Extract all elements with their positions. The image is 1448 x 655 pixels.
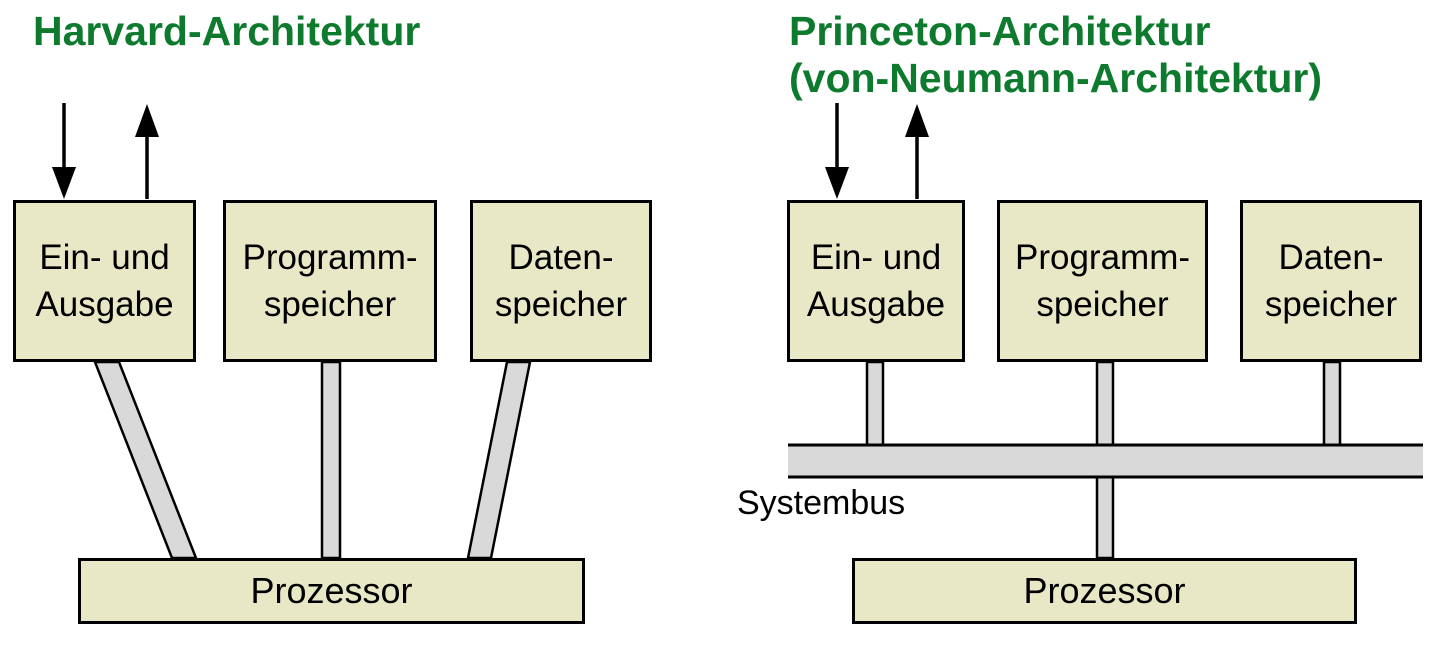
harvard-data-label-line1: Daten- bbox=[508, 238, 614, 277]
system-bus-label: Systembus bbox=[737, 484, 906, 522]
system-bus bbox=[788, 445, 1423, 477]
harvard-output-arrow-icon bbox=[135, 104, 159, 199]
harvard-io-label-line1: Ein- und bbox=[39, 238, 170, 277]
harvard-input-arrow-icon bbox=[52, 103, 76, 199]
harvard-program-label-line2: speicher bbox=[263, 285, 397, 324]
harvard-processor-box: Prozessor bbox=[78, 558, 585, 624]
harvard-title: Harvard-Architektur bbox=[33, 8, 421, 54]
princeton-program-label-line2: speicher bbox=[1036, 285, 1169, 324]
princeton-title-line2: (von-Neumann-Architektur) bbox=[789, 55, 1323, 101]
princeton-data-label-line2: speicher bbox=[1264, 285, 1398, 324]
princeton-data-memory-box: Daten- speicher bbox=[1240, 200, 1422, 362]
princeton-input-arrow-icon bbox=[825, 103, 849, 199]
harvard-io-label-line2: Ausgabe bbox=[35, 285, 174, 324]
harvard-data-memory-box: Daten- speicher bbox=[470, 200, 652, 362]
princeton-io-box: Ein- und Ausgabe bbox=[787, 200, 965, 362]
harvard-program-memory-box: Programm- speicher bbox=[223, 200, 437, 362]
harvard-io-box: Ein- und Ausgabe bbox=[13, 200, 196, 362]
princeton-processor-box: Prozessor bbox=[852, 558, 1357, 624]
princeton-processor-label: Prozessor bbox=[1023, 570, 1186, 611]
princeton-program-memory-box: Programm- speicher bbox=[997, 200, 1208, 362]
princeton-output-arrow-icon bbox=[905, 104, 929, 199]
princeton-io-label-line1: Ein- und bbox=[810, 238, 942, 277]
princeton-title: Princeton-Architektur(von-Neumann-Archit… bbox=[789, 8, 1322, 102]
princeton-title-line1: Princeton-Architektur bbox=[789, 8, 1211, 54]
princeton-data-label-line1: Daten- bbox=[1278, 238, 1384, 277]
harvard-processor-label: Prozessor bbox=[250, 570, 413, 611]
princeton-io-label-line2: Ausgabe bbox=[806, 285, 946, 324]
harvard-data-label-line2: speicher bbox=[494, 285, 628, 324]
harvard-program-label-line1: Programm- bbox=[242, 238, 418, 277]
princeton-program-label-line1: Programm- bbox=[1014, 238, 1191, 277]
